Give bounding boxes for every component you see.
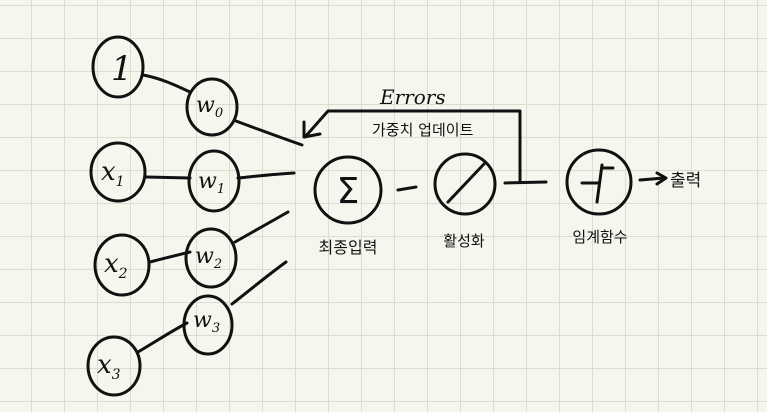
weight-update-label: 가중치 업데이트	[372, 121, 474, 139]
connector-w2-sum	[233, 210, 290, 244]
input-node-x1	[89, 141, 147, 203]
error-feedback-line	[303, 109, 522, 184]
output-arrowhead-icon	[655, 171, 668, 186]
sum-symbol: Σ	[337, 171, 360, 212]
output-arrow	[638, 176, 666, 182]
connector-sum-activation	[396, 185, 418, 192]
input-label-x3: x3	[97, 350, 121, 383]
weight-label-w1: w1	[198, 169, 225, 197]
weight-label-w0: w0	[196, 93, 223, 121]
input-node-x2	[93, 233, 151, 297]
weight-node-w3	[182, 294, 234, 356]
error-arrowhead-icon	[302, 120, 322, 139]
sum-node	[313, 155, 383, 225]
connector-w3-sum	[230, 260, 288, 306]
connector-x2-w2	[148, 250, 192, 264]
input-label-x2: x2	[104, 249, 128, 282]
connector-1-w0	[141, 73, 192, 94]
weight-node-w2	[184, 227, 238, 289]
weight-label-w3: w3	[193, 308, 220, 336]
connector-w1-sum	[236, 171, 296, 180]
input-label-x1: x1	[101, 157, 125, 190]
output-caption: 출력	[670, 171, 701, 191]
activation-slash-icon	[446, 162, 486, 204]
threshold-node	[565, 148, 633, 216]
step-function-icon	[580, 163, 615, 204]
connector-x1-w1	[144, 175, 192, 180]
errors-label: Errors	[379, 85, 446, 109]
input-node-1	[91, 35, 145, 99]
weight-label-w2: w2	[195, 244, 222, 272]
threshold-caption: 임계함수	[572, 228, 627, 246]
activation-node	[433, 152, 497, 216]
connector-x3-w3	[136, 321, 189, 354]
input-node-x3	[86, 335, 142, 397]
weight-node-w0	[185, 77, 239, 137]
weight-node-w1	[187, 149, 241, 213]
activation-caption: 활성화	[443, 232, 485, 250]
input-label-1: 1	[111, 49, 133, 89]
connector-activation-threshold	[503, 180, 548, 185]
sum-caption: 최종입력	[319, 238, 378, 257]
connector-w0-sum	[234, 119, 304, 147]
